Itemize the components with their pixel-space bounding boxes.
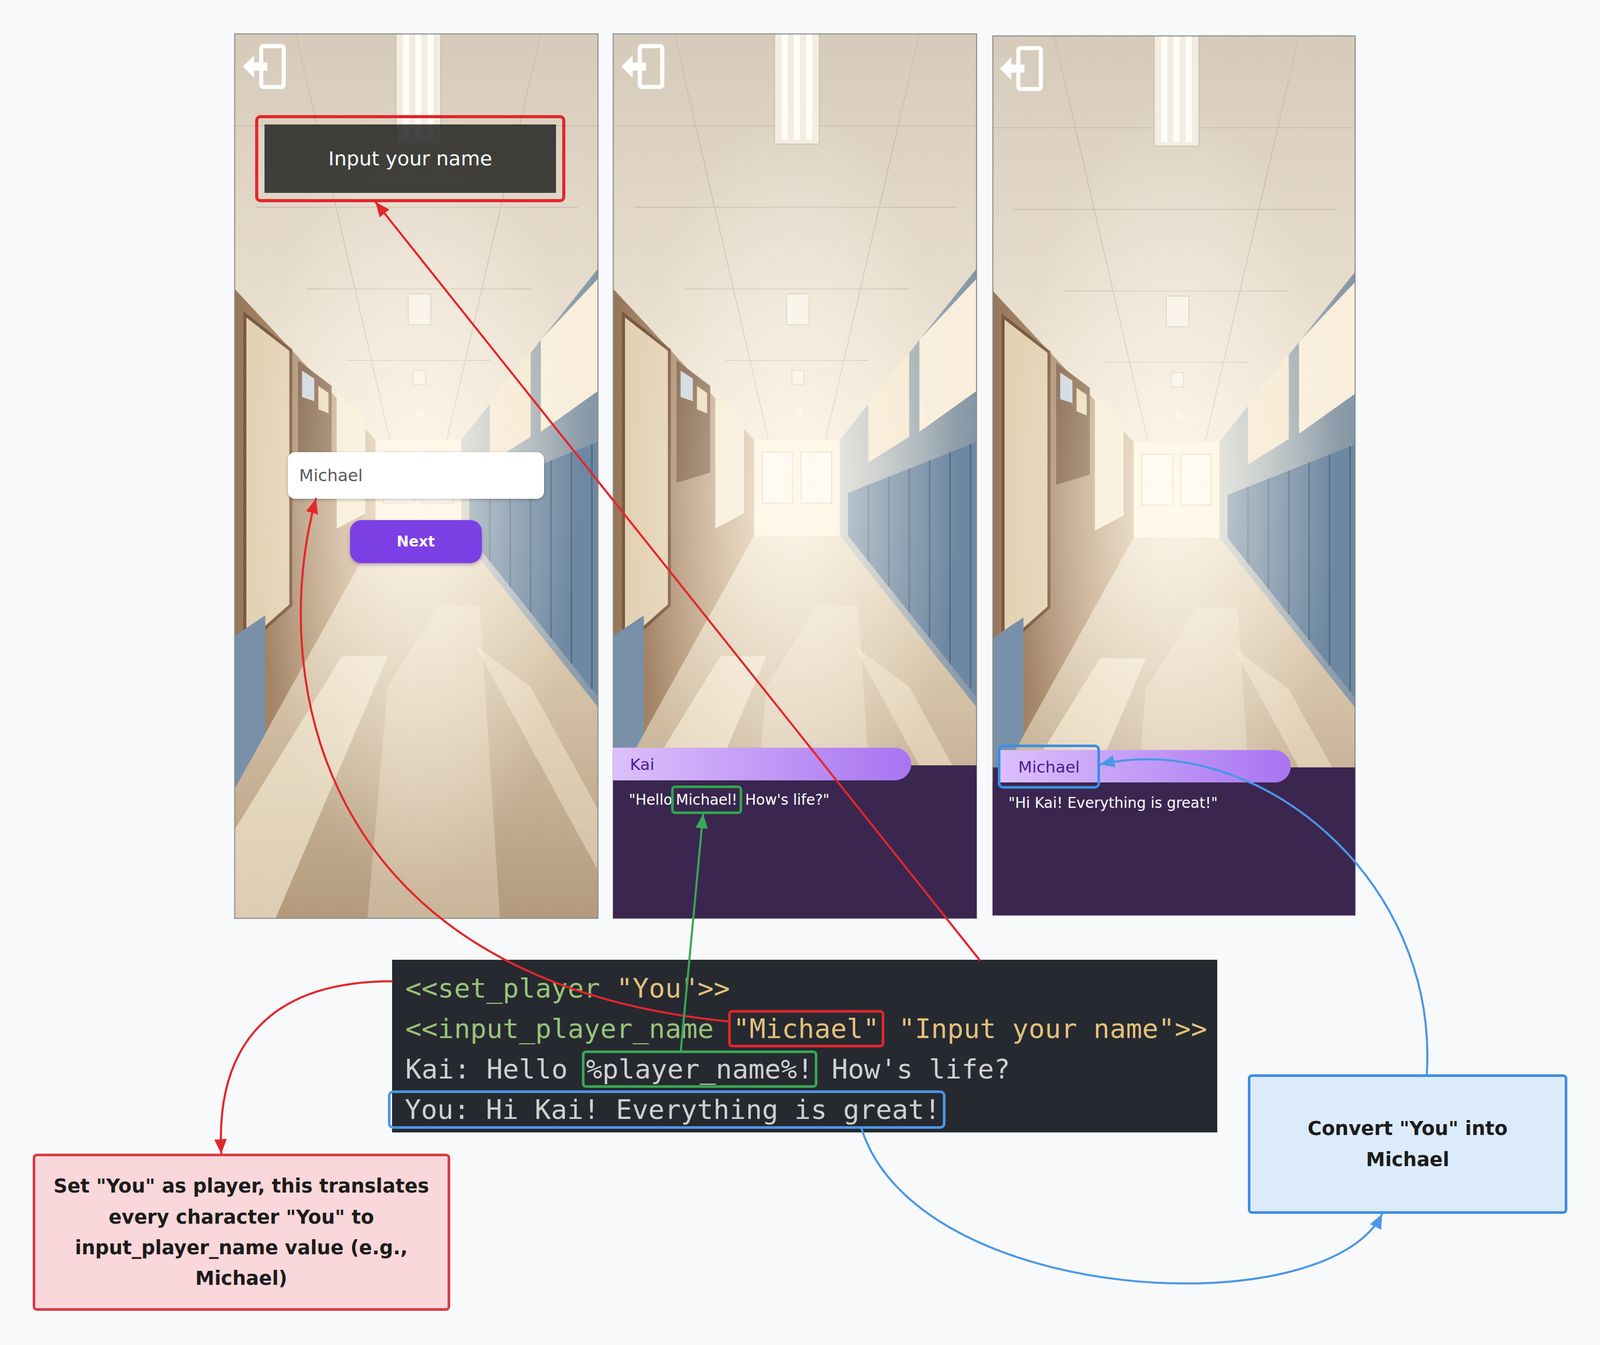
node-text: Michael [1018,757,1080,777]
arrow-head [1100,755,1116,768]
code-text: <<set_player [405,972,601,1005]
highlight-box: %player_name%! [581,1050,818,1089]
text-line: <<set_player "You">> [405,968,1218,1009]
arrow-head [375,202,390,218]
node-text: "Hi Kai! Everything is great!" [1008,794,1218,812]
prompt-box: Input your name [255,115,566,202]
hallway-screen [992,35,1356,921]
hallway-illustration [234,33,598,919]
hallway-illustration [613,33,977,919]
note-box: Set "You" as player, this translates eve… [32,1153,451,1312]
exit-icon [999,48,1041,90]
next-button: Next [350,520,482,564]
text-line: <<input_player_name "Michael" "Input your … [405,1008,1218,1050]
connector-line [1100,759,1428,1075]
exit-icon [621,46,663,88]
node-text: Set "You" as player, this translates eve… [48,1171,435,1295]
node-text: Michael! [675,791,737,809]
highlight-box: You: Hi Kai! Everything is great! [387,1090,946,1130]
arrow-head [305,498,318,515]
speaker-name-bar: Michael [997,744,1101,789]
connector-arrow [214,981,392,1155]
speaker-bar [997,750,1291,784]
node-text: You: Hi Kai! Everything is great! [405,1094,941,1126]
dialogue-panel: "HelloMichael! How's life?" [613,780,977,919]
node-text: Input your name [328,147,493,171]
connector-line [861,1129,1383,1284]
connector-line [300,498,729,1022]
node-text: Next [396,533,436,551]
dialogue-panel: "Hi Kai! Everything is great!" [992,782,1355,916]
text-line: Kai: Hello %player_name%! How's life? [405,1049,1218,1090]
connector-arrow [375,202,980,961]
connector-line [375,202,980,961]
node-text: Michael [299,465,364,486]
speaker-name-bar: Kai [613,747,912,781]
node-text: "Hello [628,791,673,809]
code-text: <<input_player_name [405,1013,715,1045]
screen-border [234,33,598,919]
text-line: "HelloMichael! How's life?" [628,784,977,815]
connector-arrow [300,498,729,1022]
connector-arrow [680,814,708,1052]
screen-border [992,35,1355,916]
node-text: Kai [629,755,655,774]
text-line: You: Hi Kai! Everything is great! [405,1089,1218,1131]
exit-icon [242,46,284,88]
connector-arrow [1100,755,1428,1075]
connector-arrow [861,1129,1383,1284]
connector-line [220,981,393,1155]
hallway-illustration [992,35,1356,921]
arrow-head [1370,1214,1383,1230]
code-text: Kai: Hello [405,1053,568,1085]
hallway-screen [613,33,977,919]
hallway-screen [234,33,598,919]
connector-line [680,814,704,1052]
highlight-box: "Michael" [728,1010,885,1048]
node-text: %player_name%! [586,1053,814,1085]
highlight-box: Michael! [671,785,742,815]
note-box: Convert "You" into Michael [1247,1074,1568,1215]
node-text: How's life?" [745,791,830,809]
node-text: Convert "You" into Michael [1265,1113,1550,1175]
arrow-head [695,814,708,830]
code-text: How's life? [831,1053,1010,1085]
arrow-head [214,1139,227,1155]
code-text: "You">> [616,972,730,1005]
code-block: <<set_player "You">> <<input_player_name "M… [392,960,1218,1133]
code-text: "Input your name">> [898,1013,1208,1045]
node-text: "Michael" [733,1013,880,1045]
name-input: Michael [287,452,545,500]
screen-border [613,33,977,919]
